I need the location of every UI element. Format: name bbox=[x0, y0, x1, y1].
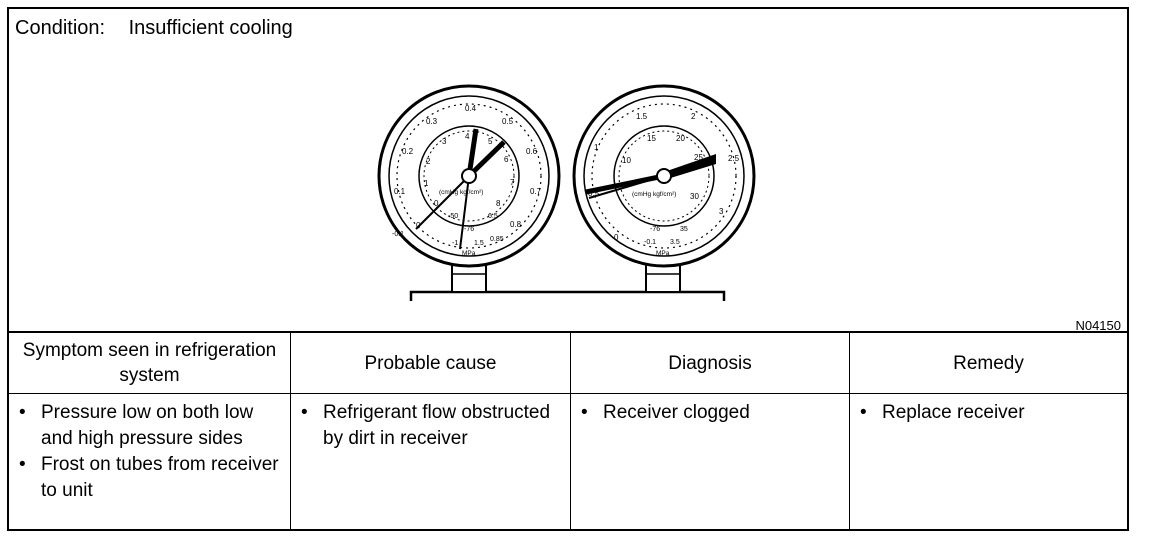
high-needle bbox=[664, 154, 716, 180]
high-outer-label: 1 bbox=[594, 143, 599, 152]
high-inner-label: 15 bbox=[647, 134, 656, 143]
low-inner-label: 8 bbox=[496, 199, 501, 208]
high-inner-label: 30 bbox=[690, 192, 699, 201]
condition-value: Insufficient cooling bbox=[128, 17, 293, 39]
symptom-item: Frost on tubes from receiver to unit bbox=[17, 452, 282, 504]
document-frame: Condition: Insufficient cooling 0.4 0.5 … bbox=[7, 7, 1129, 531]
low-outer-label: 0.6 bbox=[526, 147, 538, 156]
cause-cell: Refrigerant flow obstructed by dirt in r… bbox=[291, 394, 570, 452]
low-inner-label: 3 bbox=[442, 137, 447, 146]
remedy-cell: Replace receiver bbox=[850, 394, 1127, 426]
high-outer-label: 2 bbox=[691, 112, 696, 121]
diagnosis-column: Diagnosis Receiver clogged bbox=[570, 333, 849, 531]
low-mpa-label: MPa bbox=[462, 250, 476, 257]
high-outer-label: 1.5 bbox=[636, 112, 648, 121]
low-extra-label: 1.5 bbox=[474, 240, 484, 247]
low-needle bbox=[459, 175, 470, 250]
high-outer-label: 2.5 bbox=[728, 154, 740, 163]
low-inner-label: 4 bbox=[465, 132, 470, 141]
low-outer-label: 0.7 bbox=[530, 187, 542, 196]
high-extra-label: -0.1 bbox=[644, 239, 656, 246]
header-symptom: Symptom seen in refrigeration system bbox=[9, 333, 290, 394]
low-outer-label: 0.4 bbox=[465, 104, 477, 113]
header-diagnosis: Diagnosis bbox=[571, 333, 849, 394]
high-needle-hub bbox=[656, 168, 672, 184]
remedy-item: Replace receiver bbox=[858, 400, 1119, 426]
high-outer-label: 0 bbox=[614, 233, 619, 242]
low-outer-label: 0.1 bbox=[394, 187, 406, 196]
low-outer-label: -0.1 bbox=[392, 231, 404, 238]
high-needle bbox=[585, 173, 665, 195]
low-pressure-gauge: 0.4 0.5 0.6 0.7 0.8 0.3 0.2 0.1 0 -0.1 4… bbox=[377, 84, 561, 268]
diagnosis-item: Receiver clogged bbox=[579, 400, 841, 426]
high-mpa-label: MPa bbox=[656, 250, 670, 257]
high-inner-label: 25 bbox=[694, 153, 703, 162]
diagnosis-cell: Receiver clogged bbox=[571, 394, 849, 426]
header-cause: Probable cause bbox=[291, 333, 570, 394]
high-extra-label: -76 bbox=[650, 226, 660, 233]
low-inner-label: 2 bbox=[426, 157, 431, 166]
low-outer-label: 0.8 bbox=[510, 220, 522, 229]
low-extra-label: -76 bbox=[464, 226, 474, 233]
symptom-column: Symptom seen in refrigeration system Pre… bbox=[9, 333, 290, 531]
high-inner-label: 10 bbox=[622, 156, 631, 165]
high-extra-label: 3.5 bbox=[670, 239, 680, 246]
troubleshooting-table: Symptom seen in refrigeration system Pre… bbox=[9, 331, 1127, 531]
low-outer-label: 0.3 bbox=[426, 117, 438, 126]
condition-line: Condition: Insufficient cooling bbox=[15, 17, 293, 40]
low-extra-label: -1 bbox=[452, 240, 458, 247]
high-outer-label: 0.5 bbox=[588, 189, 600, 198]
low-extra-label: 0.85 bbox=[490, 236, 504, 243]
high-pressure-gauge: 2 2.5 3 1.5 1 0.5 0 20 25 15 10 30 (cmHg… bbox=[572, 84, 756, 268]
cause-item: Refrigerant flow obstructed by dirt in r… bbox=[299, 400, 562, 452]
low-unit-label: (cmHg kgf/cm²) bbox=[439, 189, 483, 196]
low-needle bbox=[467, 140, 506, 178]
figure-code: N04150 bbox=[1075, 318, 1121, 333]
symptom-cell: Pressure low on both low and high pressu… bbox=[9, 394, 290, 504]
manifold-body bbox=[409, 290, 726, 301]
low-inner-label: 0 bbox=[434, 199, 439, 208]
low-inner-label: 5 bbox=[488, 137, 493, 146]
high-unit-label: (cmHg kgf/cm²) bbox=[632, 191, 676, 198]
high-inner-label: 20 bbox=[676, 134, 685, 143]
low-inner-label: 6 bbox=[504, 155, 509, 164]
high-extra-label: 35 bbox=[680, 226, 688, 233]
low-outer-label: 0.2 bbox=[402, 147, 414, 156]
low-inner-label: 1 bbox=[424, 179, 429, 188]
cause-column: Probable cause Refrigerant flow obstruct… bbox=[290, 333, 570, 531]
low-outer-label: 0.5 bbox=[502, 117, 514, 126]
low-needle bbox=[415, 175, 470, 230]
header-remedy: Remedy bbox=[850, 333, 1127, 394]
symptom-item: Pressure low on both low and high pressu… bbox=[17, 400, 282, 452]
low-extra-label: 6.5 bbox=[488, 213, 498, 220]
manifold-gauge-illustration: 0.4 0.5 0.6 0.7 0.8 0.3 0.2 0.1 0 -0.1 4… bbox=[377, 84, 756, 301]
high-outer-label: 3 bbox=[719, 207, 724, 216]
low-inner-label: 7 bbox=[510, 178, 515, 187]
remedy-column: Remedy Replace receiver bbox=[849, 333, 1127, 531]
low-needle-hub bbox=[461, 168, 477, 184]
low-extra-label: -50 bbox=[448, 213, 458, 220]
condition-label: Condition: bbox=[15, 17, 106, 39]
high-needle bbox=[588, 175, 665, 199]
